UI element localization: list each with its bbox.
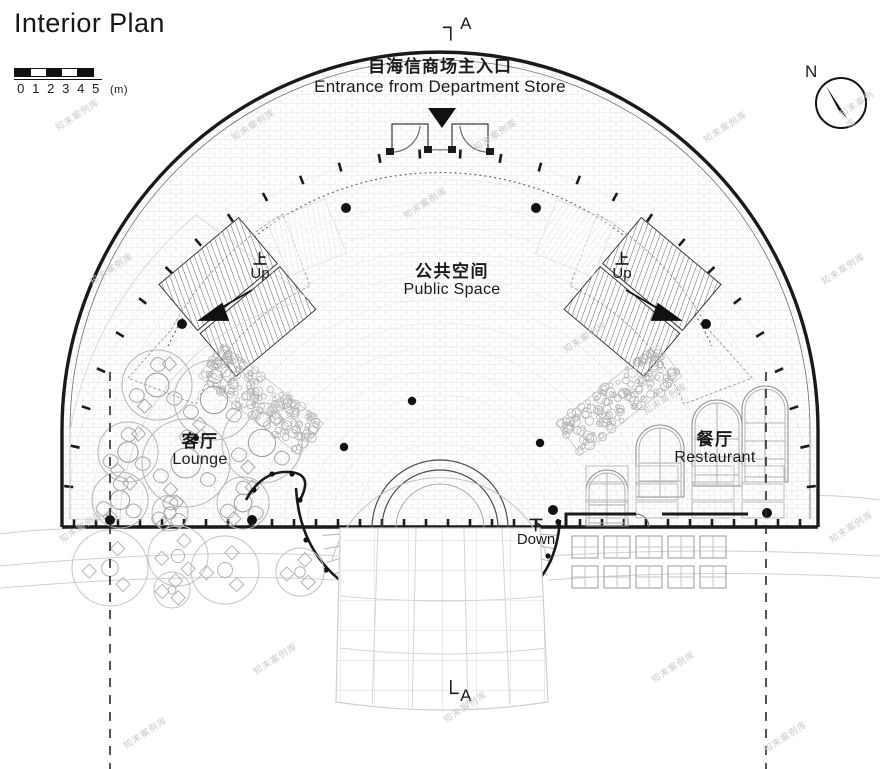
section-letter: A — [460, 686, 472, 706]
stair-label-down: 下 Down — [508, 518, 564, 547]
room-label-en: Lounge — [140, 451, 260, 469]
section-corner-icon: ┐ — [443, 16, 459, 38]
room-label-cn: 客厅 — [140, 432, 260, 451]
section-corner-icon: └ — [443, 682, 459, 704]
entrance-label-en: Entrance from Department Store — [0, 77, 880, 97]
stair-label-up-left: 上 Up — [243, 252, 277, 281]
north-arrow-icon — [813, 75, 869, 131]
stair-label-en: Up — [605, 266, 639, 281]
stair-label-up-right: 上 Up — [605, 252, 639, 281]
room-label-public-space: 公共空间 Public Space — [352, 262, 552, 299]
stair-label-cn: 上 — [605, 252, 639, 266]
room-label-en: Public Space — [352, 281, 552, 299]
lower-terrace — [336, 528, 548, 714]
stair-label-cn: 下 — [508, 518, 564, 532]
room-label-restaurant: 餐厅 Restaurant — [650, 430, 780, 467]
room-label-cn: 公共空间 — [352, 262, 552, 281]
entrance-label-cn: 自海信商场主入口 — [0, 56, 880, 77]
stair-label-en: Down — [508, 532, 564, 547]
stair-label-cn: 上 — [243, 252, 277, 266]
page-title: Interior Plan — [14, 8, 165, 39]
section-marker-bottom: └A — [443, 682, 472, 704]
section-marker-top: ┐A — [443, 16, 472, 38]
room-label-lounge: 客厅 Lounge — [140, 432, 260, 469]
room-label-en: Restaurant — [650, 449, 780, 467]
section-letter: A — [460, 14, 472, 34]
entrance-label: 自海信商场主入口 Entrance from Department Store — [0, 56, 880, 98]
room-label-cn: 餐厅 — [650, 430, 780, 449]
stair-label-en: Up — [243, 266, 277, 281]
